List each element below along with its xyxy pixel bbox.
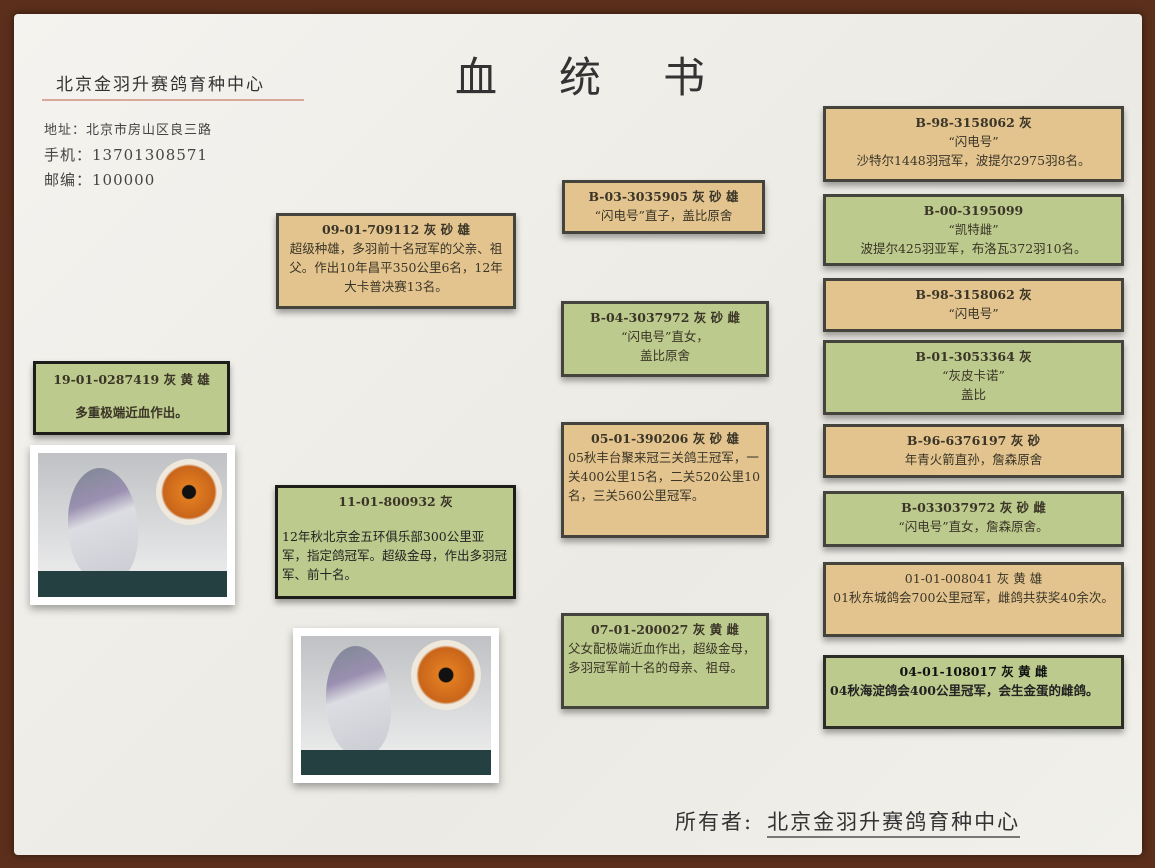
page-title: 血统书 <box>455 53 768 102</box>
ring-number: 05-01-390206 灰 砂 雄 <box>591 431 739 446</box>
great-grandparent-card: B-033037972 灰 砂 雌 “闪电号”直女，詹森原舍。 <box>823 491 1124 547</box>
ring-number: B-96-6376197 灰 砂 <box>906 433 1041 448</box>
ring-number: B-98-3158062 灰 <box>915 287 1032 302</box>
great-grandparent-card: B-98-3158062 灰 “闪电号” <box>823 278 1124 332</box>
description: 沙特尔1448羽冠军，波提尔2975羽8名。 <box>856 153 1091 168</box>
great-grandparent-card: 01-01-008041 灰 黄 雄 01秋东城鸽会700公里冠军，雌鸽共获奖4… <box>823 562 1124 637</box>
description: “闪电号”直子，盖比原舍 <box>594 208 733 223</box>
great-grandparent-card: B-96-6376197 灰 砂 年青火箭直孙，詹森原舍 <box>823 424 1124 478</box>
divider <box>42 99 304 101</box>
grandparent-card: B-04-3037972 灰 砂 雌 “闪电号”直女， 盖比原舍 <box>561 301 769 377</box>
grandparent-card: 05-01-390206 灰 砂 雄 05秋丰台聚来冠三关鸽王冠军，一关400公… <box>561 422 769 538</box>
sire-ring: 09-01-709112 灰 砂 雄 <box>322 222 470 237</box>
great-grandparent-card: B-01-3053364 灰 “灰皮卡诺” 盖比 <box>823 340 1124 415</box>
owner-name: 北京金羽升赛鸽育种中心 <box>767 810 1021 838</box>
description: 05秋丰台聚来冠三关鸽王冠军，一关400公里15名，二关520公里10名，三关5… <box>568 450 761 503</box>
dam-ring: 11-01-800932 灰 <box>338 494 453 509</box>
ring-number: B-98-3158062 灰 <box>915 115 1032 130</box>
ring-number: B-01-3053364 灰 <box>915 349 1032 364</box>
subject-photo <box>30 445 235 605</box>
pigeon-name: “凯特雌” <box>948 222 999 237</box>
ring-number: B-04-3037972 灰 砂 雌 <box>589 310 740 325</box>
ring-number: 04-01-108017 灰 黄 雌 <box>899 664 1048 679</box>
subject-card: 19-01-0287419 灰 黄 雄 多重极端近血作出。 <box>33 361 230 435</box>
ring-number: 01-01-008041 灰 黄 雄 <box>904 571 1043 586</box>
dam-photo <box>293 628 499 783</box>
ring-number: B-033037972 灰 砂 雌 <box>901 500 1046 515</box>
description: 盖比原舍 <box>639 348 690 363</box>
subject-desc: 多重极端近血作出。 <box>75 405 188 420</box>
ring-number: 07-01-200027 灰 黄 雌 <box>591 622 739 637</box>
owner-label: 所有者: <box>675 810 754 834</box>
sire-card: 09-01-709112 灰 砂 雄 超级种雄，多羽前十名冠军的父亲、祖父。作出… <box>276 213 516 309</box>
description: 04秋海淀鸽会400公里冠军，会生金蛋的雌鸽。 <box>830 683 1099 698</box>
great-grandparent-card: 04-01-108017 灰 黄 雌 04秋海淀鸽会400公里冠军，会生金蛋的雌… <box>823 655 1124 729</box>
owner-line: 所有者: 北京金羽升赛鸽育种中心 <box>675 806 1021 838</box>
description: “闪电号”直女， <box>621 329 709 344</box>
description: 波提尔425羽亚军，布洛瓦372羽10名。 <box>860 241 1087 256</box>
great-grandparent-card: B-98-3158062 灰 “闪电号” 沙特尔1448羽冠军，波提尔2975羽… <box>823 106 1124 182</box>
description: 年青火箭直孙，詹森原舍 <box>904 452 1043 467</box>
grandparent-card: B-03-3035905 灰 砂 雄 “闪电号”直子，盖比原舍 <box>562 180 765 234</box>
pigeon-name: “闪电号” <box>948 306 999 321</box>
ring-number: B-00-3195099 <box>923 203 1024 218</box>
grandparent-card: 07-01-200027 灰 黄 雌 父女配极端近血作出，超级金母，多羽冠军前十… <box>561 613 769 709</box>
phone: 手机：13701308571 <box>44 146 208 164</box>
address: 地址：北京市房山区良三路 <box>44 123 213 138</box>
dam-card: 11-01-800932 灰 12年秋北京金五环俱乐部300公里亚军，指定鸽冠军… <box>275 485 516 599</box>
ring-number: B-03-3035905 灰 砂 雄 <box>588 189 739 204</box>
description: 父女配极端近血作出，超级金母，多羽冠军前十名的母亲、祖母。 <box>568 641 756 675</box>
description: 01秋东城鸽会700公里冠军，雌鸽共获奖40余次。 <box>833 590 1114 605</box>
organization-name: 北京金羽升赛鸽育种中心 <box>56 75 265 95</box>
pigeon-name: “闪电号” <box>948 134 999 149</box>
sire-desc: 超级种雄，多羽前十名冠军的父亲、祖父。作出10年昌平350公里6名，12年大卡普… <box>289 241 503 294</box>
subject-ring: 19-01-0287419 灰 黄 雄 <box>53 372 210 387</box>
pigeon-name: “灰皮卡诺” <box>942 368 1005 383</box>
description: “闪电号”直女，詹森原舍。 <box>898 519 1049 534</box>
dam-desc: 12年秋北京金五环俱乐部300公里亚军，指定鸽冠军。超级金母，作出多羽冠军、前十… <box>282 529 508 582</box>
great-grandparent-card: B-00-3195099 “凯特雌” 波提尔425羽亚军，布洛瓦372羽10名。 <box>823 194 1124 266</box>
description: 盖比 <box>960 387 986 402</box>
postcode: 邮编：100000 <box>44 171 156 189</box>
